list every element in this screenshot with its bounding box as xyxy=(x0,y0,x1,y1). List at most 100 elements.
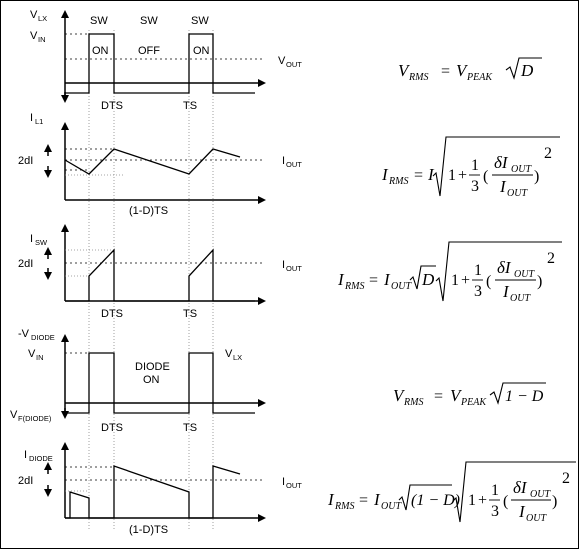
il1-label: I xyxy=(30,112,33,124)
vout-label: V xyxy=(278,55,286,67)
eq5-lhs: I xyxy=(327,490,335,509)
eq2-lhs-sub: RMS xyxy=(388,176,408,187)
il1-iout-sub: OUT xyxy=(286,160,302,169)
x-label-ts: TS xyxy=(183,100,197,112)
eq1-lhs-sub: RMS xyxy=(408,72,428,83)
eq3-exp: 2 xyxy=(547,250,555,267)
vdiode-vlx-label: V xyxy=(225,348,233,360)
vdiode-label: -V xyxy=(18,328,30,340)
eq3-frac-den: 3 xyxy=(474,283,482,300)
state-on-1: ON xyxy=(92,45,109,57)
eq3-num-sub: OUT xyxy=(514,269,535,280)
eq2-radical xyxy=(432,136,560,197)
eq2-num-sub: OUT xyxy=(511,164,532,175)
diode-state-top: DIODE xyxy=(135,361,170,373)
panel-vlx: V LX V IN SW SW SW ON OFF ON V OUT DTS T… xyxy=(30,9,302,112)
il1-iout-label: I xyxy=(282,155,285,167)
eq5-one: 1 xyxy=(468,492,476,509)
isw-label: I xyxy=(30,233,33,245)
idiode-x-label: (1-D)TS xyxy=(129,524,168,536)
eq5-plus: + xyxy=(478,492,487,509)
eq2-one: 1 xyxy=(448,167,456,184)
equation-1: V RMS = V PEAK D xyxy=(398,57,542,83)
equation-5: I RMS = I OUT (1 − D) 1 + 1 3 ( δI OUT I… xyxy=(327,461,576,524)
eq2-lhs: I xyxy=(381,165,389,184)
sw-label-1: SW xyxy=(90,15,108,27)
eq2-lparen: ( xyxy=(483,168,488,185)
isw-label-sub: SW xyxy=(35,238,48,247)
il1-waveform xyxy=(64,148,241,175)
panel-il1: I L1 2dI I OUT (1-D)TS xyxy=(18,112,302,217)
eq3-rparen: ) xyxy=(537,273,542,290)
eq5-exp: 2 xyxy=(562,470,570,487)
equation-2: I RMS = I 1 + 1 3 ( δI OUT I OUT ) 2 xyxy=(381,136,560,199)
eq2-den-sub: OUT xyxy=(507,188,528,199)
eq3-equals: = xyxy=(369,272,378,289)
vlx-label: V xyxy=(30,9,38,21)
vf-label-sub: F(DIODE) xyxy=(18,414,52,423)
eq2-frac-den: 3 xyxy=(471,178,479,195)
eq1-rhs-sub: PEAK xyxy=(466,72,493,83)
eq3-one: 1 xyxy=(451,272,459,289)
eq5-lparen: ( xyxy=(503,493,508,510)
vdiode-x-label-ts: TS xyxy=(183,422,197,434)
eq3-frac-num: 1 xyxy=(474,262,482,279)
vdiode-waveform xyxy=(65,352,255,414)
eq3-coef: I xyxy=(383,270,391,289)
eq2-num: δI xyxy=(494,153,509,172)
eq3-num: δI xyxy=(497,258,512,277)
eq3-coef-sub: OUT xyxy=(391,281,412,292)
eq5-den-sub: OUT xyxy=(526,513,547,524)
eq4-rad: 1 − D xyxy=(505,388,544,405)
eq4-equals: = xyxy=(434,388,443,405)
panel-isw: I SW 2dI I OUT DTS TS xyxy=(18,224,302,320)
eq2-rparen: ) xyxy=(534,168,539,185)
eq1-rad: D xyxy=(520,61,534,80)
eq5-coef-sub: OUT xyxy=(381,501,402,512)
eq3-radical-d xyxy=(409,265,436,290)
eq4-rhs: V xyxy=(450,386,463,405)
isw-x-label-dts: DTS xyxy=(101,308,123,320)
eq2-exp: 2 xyxy=(544,145,552,162)
eq5-coef: I xyxy=(373,490,381,509)
sw-label-2: SW xyxy=(140,15,158,27)
vlx-label-sub: LX xyxy=(38,14,47,23)
eq1-lhs: V xyxy=(398,61,411,80)
eq5-radical xyxy=(452,461,576,523)
vdiode-label-sub: DIODE xyxy=(31,333,55,342)
eq5-num-sub: OUT xyxy=(530,489,551,500)
sw-label-3: SW xyxy=(191,15,209,27)
eq3-lhs: I xyxy=(337,270,345,289)
state-off: OFF xyxy=(138,45,160,57)
eq3-radical xyxy=(435,241,562,302)
vdiode-vlx-sub: LX xyxy=(233,353,242,362)
eq2-equals: = xyxy=(414,167,423,184)
isw-delta-label: 2dI xyxy=(18,258,33,270)
vdiode-vin-sub: IN xyxy=(36,353,44,362)
panel-vdiode: -V DIODE V IN V LX DIODE ON V F(DIODE) D… xyxy=(10,328,266,434)
state-on-2: ON xyxy=(193,45,210,57)
eq5-equals: = xyxy=(359,492,368,509)
equation-4: V RMS = V PEAK 1 − D xyxy=(393,382,546,408)
idiode-iout-sub: OUT xyxy=(286,481,302,490)
eq5-rad: (1 − D) xyxy=(411,492,460,509)
eq1-rhs: V xyxy=(456,61,469,80)
eq5-frac-num: 1 xyxy=(491,482,499,499)
idiode-delta-label: 2dI xyxy=(18,475,33,487)
eq5-den: I xyxy=(518,502,526,521)
diode-state-bottom: ON xyxy=(143,374,160,386)
eq4-lhs-sub: RMS xyxy=(403,397,423,408)
il1-x-label: (1-D)TS xyxy=(129,205,168,217)
eq3-plus: + xyxy=(461,272,470,289)
equation-3: I RMS = I OUT D 1 + 1 3 ( δI OUT I OUT )… xyxy=(337,241,562,304)
isw-iout-label: I xyxy=(282,259,285,271)
eq3-rad: D xyxy=(421,270,435,289)
vlx-waveform xyxy=(65,33,255,94)
eq2-den: I xyxy=(499,177,507,196)
eq4-lhs: V xyxy=(393,386,406,405)
eq3-den-sub: OUT xyxy=(510,293,531,304)
idiode-iout-label: I xyxy=(282,476,285,488)
vdiode-x-label-dts: DTS xyxy=(101,422,123,434)
